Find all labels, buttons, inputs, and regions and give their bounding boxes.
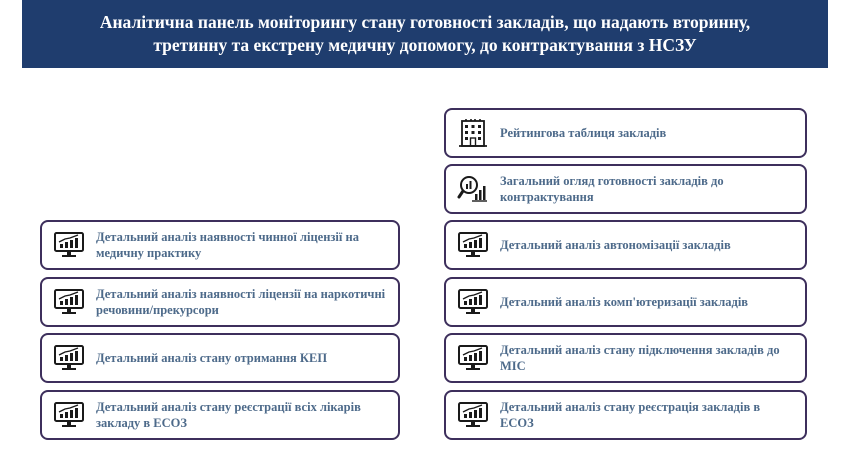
chart-monitor-icon (52, 400, 86, 430)
card-license-narcotics[interactable]: Детальний аналіз наявності ліцензії на н… (40, 277, 400, 327)
card-computerization[interactable]: Детальний аналіз комп'ютеризації закладі… (444, 277, 807, 327)
magnifier-chart-icon (456, 174, 490, 204)
card-label: Детальний аналіз стану отримання КЕП (96, 351, 328, 365)
card-label: Рейтингова таблиця закладів (500, 126, 667, 140)
chart-monitor-icon (456, 400, 490, 430)
chart-monitor-icon (456, 230, 490, 260)
card-autonomization[interactable]: Детальний аналіз автономізації закладів (444, 220, 807, 270)
card-label: Загальний огляд готовності закладів до к… (500, 174, 724, 204)
page-title-line-1: Аналітична панель моніторингу стану гото… (99, 12, 751, 32)
card-label: Детальний аналіз стану реєстрація заклад… (500, 400, 761, 430)
chart-monitor-icon (52, 343, 86, 373)
card-label: Детальний аналіз автономізації закладів (500, 238, 731, 252)
card-label: Детальний аналіз комп'ютеризації закладі… (500, 295, 749, 309)
card-facilities-esoz-registration[interactable]: Детальний аналіз стану реєстрація заклад… (444, 390, 807, 440)
chart-monitor-icon (456, 343, 490, 373)
card-label: Детальний аналіз наявності чинної ліценз… (96, 230, 359, 260)
chart-monitor-icon (52, 230, 86, 260)
dashboard-title-banner: Аналітична панель моніторингу стану гото… (22, 0, 828, 68)
card-label: Детальний аналіз стану реєстрації всіх л… (96, 400, 361, 430)
page-title-line-2: третинну та екстрену медичну допомогу, д… (153, 35, 697, 55)
card-general-readiness-overview[interactable]: Загальний огляд готовності закладів до к… (444, 164, 807, 214)
card-kep-status[interactable]: Детальний аналіз стану отримання КЕП (40, 333, 400, 383)
card-license-medical-practice[interactable]: Детальний аналіз наявності чинної ліценз… (40, 220, 400, 270)
card-mis-connection[interactable]: Детальний аналіз стану підключення закла… (444, 333, 807, 383)
chart-monitor-icon (456, 287, 490, 317)
building-icon (456, 118, 490, 148)
card-label: Детальний аналіз стану підключення закла… (500, 343, 780, 373)
card-doctors-esoz-registration[interactable]: Детальний аналіз стану реєстрації всіх л… (40, 390, 400, 440)
card-label: Детальний аналіз наявності ліцензії на н… (96, 287, 386, 317)
chart-monitor-icon (52, 287, 86, 317)
card-rating-table[interactable]: Рейтингова таблиця закладів (444, 108, 807, 158)
page-title: Аналітична панель моніторингу стану гото… (100, 11, 750, 57)
